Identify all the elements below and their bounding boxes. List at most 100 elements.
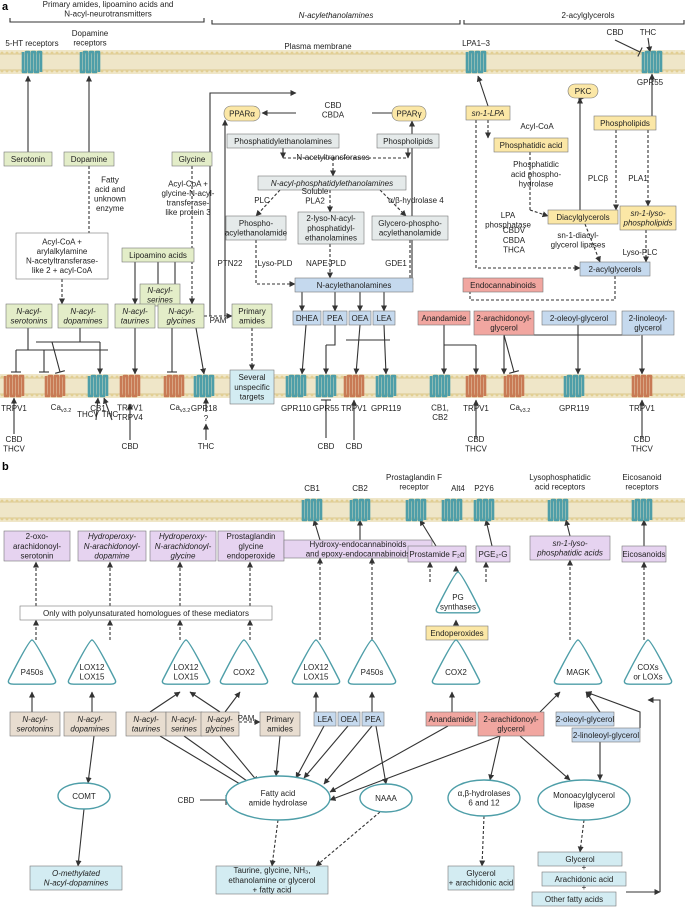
header-2-acylglycerols: 2-acylglycerols <box>562 11 615 20</box>
label-l12: GDE1 <box>385 259 407 268</box>
box-phosphatidicacid <box>493 137 569 153</box>
receptor-r3-icon <box>465 50 487 74</box>
box-sn1lpaB-label: sn-1-lyso-phosphatidic acids <box>536 539 603 558</box>
receptor-rb5-icon <box>473 498 495 522</box>
enzyme-p450a-icon <box>7 639 57 685</box>
box-pkc <box>567 83 599 99</box>
box-banand-label: Anandamide <box>429 715 474 724</box>
arrow <box>353 324 361 375</box>
receptor-rb6-icon <box>547 498 569 522</box>
box-nacyldopamines <box>57 303 109 329</box>
box-nacyltaurines <box>114 303 156 329</box>
receptor-rb3-icon <box>405 498 427 522</box>
receptor-b3-label: CB1 <box>90 404 106 413</box>
box-endocannabinoids <box>462 277 544 293</box>
box-phospholipidsY <box>593 115 657 131</box>
enzyme-mgl-icon <box>537 779 631 821</box>
arrow <box>519 735 571 781</box>
box-glycerol-label: Glycerol <box>565 855 595 864</box>
label-l11: NAPE-PLD <box>306 259 346 268</box>
arrow <box>647 697 661 892</box>
arrow <box>323 725 373 785</box>
box-lysonape <box>297 211 365 245</box>
box-hpnag-label: Hydroperoxy-N-arachidonoyl-glycine <box>155 532 212 560</box>
box-pe <box>226 133 340 149</box>
enzyme-p450b-label: P450s <box>361 668 384 677</box>
enzyme-p450b-icon <box>347 639 397 685</box>
box-nae <box>294 277 414 293</box>
receptor-b7-icon <box>285 374 307 398</box>
box-omethyl <box>29 865 123 891</box>
box-sn1lysophospholipids <box>619 205 677 231</box>
box-dhea-label: DHEA <box>296 314 319 323</box>
drug-d4-label: CBD <box>122 442 139 451</box>
arrow <box>299 324 307 375</box>
box-nae-label: N-acylethanolamines <box>317 281 392 290</box>
box-polyunsat-label: Only with polyunsaturated homologues of … <box>43 609 249 618</box>
label-l10: Lyso-PLD <box>258 259 293 268</box>
box-pea <box>322 310 348 326</box>
arrow <box>273 735 281 777</box>
arrow <box>484 519 493 547</box>
receptor-b1-icon <box>3 374 25 398</box>
box-bntaur-label: N-acyl-taurines <box>132 715 160 734</box>
enzyme-magk-label: MAGK <box>566 668 590 677</box>
box-glycerolaa <box>447 865 515 891</box>
box-nacylglycines-label: N-acyl-glycines <box>167 307 196 326</box>
label-l16: PLCβ <box>588 174 609 183</box>
box-aa-label: Arachidonic acid <box>555 875 614 884</box>
box-b2og <box>555 711 615 727</box>
receptor-5ht-label: 5-HT receptors <box>5 39 58 48</box>
box-diacylglycerols-label: Diacylglycerols <box>556 213 609 222</box>
box-2lg <box>621 310 675 336</box>
box-nacyldopamines-label: N-acyl-dopamines <box>63 307 102 326</box>
box-lysonape-label: 2-lyso-N-acyl-phosphatidyl-ethanolamines <box>305 214 357 242</box>
box-bnserot-label: N-acyl-serotonins <box>17 715 54 734</box>
arrow <box>584 223 601 263</box>
box-nacylserotonins-label: N-acyl-serotonins <box>11 307 48 326</box>
arrow <box>269 819 279 867</box>
box-dhea <box>292 310 322 326</box>
membranes <box>0 50 685 522</box>
enzyme-naaa-icon <box>359 783 413 813</box>
drug-d5-label: ? <box>204 414 209 423</box>
label-l8: α/β-hydrolase 4 <box>388 196 444 205</box>
box-sn1lpa-label: sn-1-LPA <box>472 109 505 118</box>
arrow <box>224 691 241 713</box>
box-b2ag-label: 2-arachidonoyl-glycerol <box>483 715 538 734</box>
box-lea <box>372 310 396 326</box>
box-banand <box>425 711 477 727</box>
box-unspecific <box>229 369 275 405</box>
arrow <box>488 735 501 781</box>
receptor-r1-icon <box>21 50 43 74</box>
box-nape-label: N-acyl-phosphatidylethanolamines <box>271 179 393 188</box>
receptor-b13-label: Cav3.2 <box>510 403 531 414</box>
box-2ag <box>473 310 535 336</box>
receptor-alt4-label: Alt4 <box>451 484 465 493</box>
arrow <box>564 519 571 537</box>
box-serotonin <box>3 151 53 167</box>
box-anandamide-label: Anandamide <box>422 314 467 323</box>
box-blea <box>313 711 337 727</box>
receptor-b2-icon <box>44 374 66 398</box>
receptor-b13-icon <box>503 374 525 398</box>
arrow <box>585 691 641 728</box>
box-phosphoacyl-label: Phospho-acylethanolamide <box>225 219 288 238</box>
receptor-p2y6-label: P2Y6 <box>474 484 494 493</box>
drug-d7-label: CBD <box>318 442 335 451</box>
box-phosphatidicacid-label: Phosphatidic acid <box>500 141 563 150</box>
receptor-b12-label: TRPV1 <box>463 404 489 413</box>
arrow <box>375 725 389 785</box>
box-glycine <box>171 151 213 167</box>
label-l13: Acyl-CoA <box>520 122 554 131</box>
